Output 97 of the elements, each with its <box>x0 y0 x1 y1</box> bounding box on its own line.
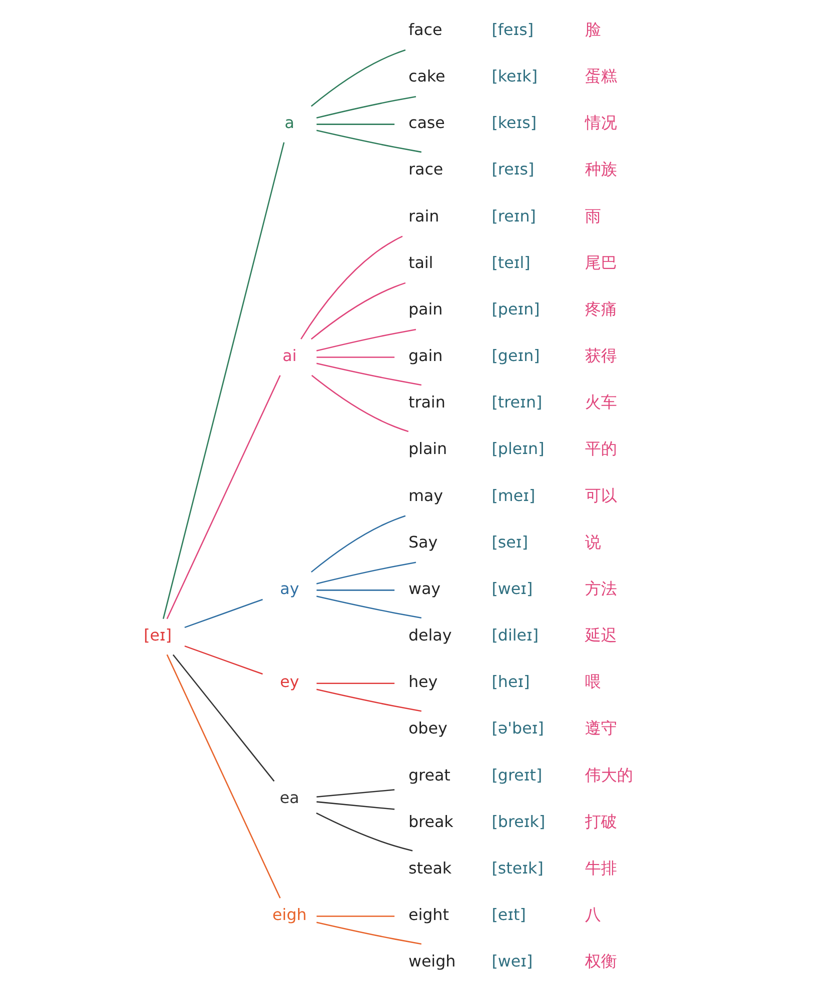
node-label: [teɪl] <box>492 252 530 272</box>
node-label: [seɪ] <box>492 532 528 552</box>
connector <box>311 374 409 432</box>
node-text: a <box>284 113 294 132</box>
node-label: 喂 <box>584 672 601 692</box>
node-label: [ə'beɪ] <box>492 718 544 738</box>
node-label: 种族 <box>584 160 617 179</box>
node-label: 八 <box>584 905 601 924</box>
node-label: 方法 <box>584 578 617 598</box>
node-label: 情况 <box>584 113 617 132</box>
node-label: 牛排 <box>584 858 617 878</box>
node-label: 疼痛 <box>584 299 617 318</box>
node-label: [greɪt] <box>492 765 542 784</box>
connector <box>316 812 413 852</box>
connector <box>162 142 285 619</box>
node-label: [keɪs] <box>492 113 537 132</box>
node-label: [geɪn] <box>492 346 540 366</box>
node-text: gain <box>408 346 443 366</box>
connector <box>316 124 394 125</box>
node-label: [dileɪ] <box>492 626 539 645</box>
connector <box>316 590 394 591</box>
connector <box>310 282 406 340</box>
node-label: [weɪ] <box>492 578 533 598</box>
node-text: eigh <box>272 905 307 924</box>
node-text: hey <box>408 672 438 692</box>
connector <box>316 356 394 358</box>
node-text: plain <box>408 439 448 458</box>
node-label: 获得 <box>584 346 617 366</box>
node-text: ey <box>280 672 300 692</box>
node-text: cake <box>408 66 446 86</box>
node-text: case <box>408 113 445 132</box>
node-label: 权衡 <box>584 952 617 971</box>
node-text: [eɪ] <box>144 626 172 645</box>
node-text: tail <box>408 252 434 272</box>
node-label: 雨 <box>584 206 601 226</box>
node-text: ay <box>280 578 300 598</box>
node-label: 蛋糕 <box>584 66 617 86</box>
connector <box>310 49 406 107</box>
node-label: [heɪ] <box>492 672 530 692</box>
node-label: [weɪ] <box>492 952 533 971</box>
node-label: [keɪk] <box>492 66 538 86</box>
node-text: train <box>408 392 446 412</box>
connector <box>316 916 394 917</box>
node-text: weigh <box>408 952 456 971</box>
node-label: [steɪk] <box>492 858 544 878</box>
node-text: face <box>408 20 442 39</box>
connector <box>316 96 416 118</box>
node-text: may <box>408 486 444 505</box>
node-text: steak <box>408 858 452 878</box>
node-label: 伟大的 <box>584 765 633 784</box>
connector <box>316 682 394 684</box>
node-text: race <box>408 160 444 179</box>
node-label: [reɪn] <box>492 206 536 226</box>
connector <box>184 645 263 675</box>
node-label: 延迟 <box>584 626 617 645</box>
node-text: delay <box>408 626 452 645</box>
connector <box>172 654 275 782</box>
node-text: pain <box>408 299 443 318</box>
node-text: ai <box>282 346 297 366</box>
node-label: [eɪt] <box>492 905 526 924</box>
connector <box>310 515 406 573</box>
connector <box>316 922 422 945</box>
connector <box>316 562 416 584</box>
connector <box>316 328 416 352</box>
node-label: 可以 <box>584 486 617 505</box>
node-text: ea <box>280 788 300 808</box>
connector <box>316 130 422 153</box>
node-text: break <box>408 812 454 831</box>
node-label: [treɪn] <box>492 392 542 412</box>
connector <box>184 598 263 628</box>
node-label: 脸 <box>584 20 601 39</box>
connector <box>300 236 403 340</box>
node-label: 平的 <box>584 439 617 458</box>
node-label: 尾巴 <box>584 252 617 272</box>
node-label: 遵守 <box>584 718 617 738</box>
node-text: rain <box>408 206 440 226</box>
connector <box>316 789 395 798</box>
node-text: obey <box>408 718 448 738</box>
node-label: 说 <box>584 532 601 552</box>
connector <box>316 801 395 810</box>
connector <box>316 596 422 619</box>
node-label: [feɪs] <box>492 20 534 39</box>
node-text: way <box>408 578 441 598</box>
connector <box>166 375 281 620</box>
connector <box>166 654 281 898</box>
node-label: [pleɪn] <box>492 439 544 458</box>
node-label: [breɪk] <box>492 812 546 831</box>
connector <box>316 362 422 386</box>
connector <box>316 688 422 712</box>
node-label: [reɪs] <box>492 160 534 179</box>
node-text: great <box>408 765 450 784</box>
node-label: [peɪn] <box>492 299 540 318</box>
node-label: [meɪ] <box>492 486 536 505</box>
node-text: Say <box>408 532 438 552</box>
node-label: 打破 <box>584 812 617 831</box>
node-text: eight <box>408 905 449 924</box>
node-label: 火车 <box>584 392 617 412</box>
